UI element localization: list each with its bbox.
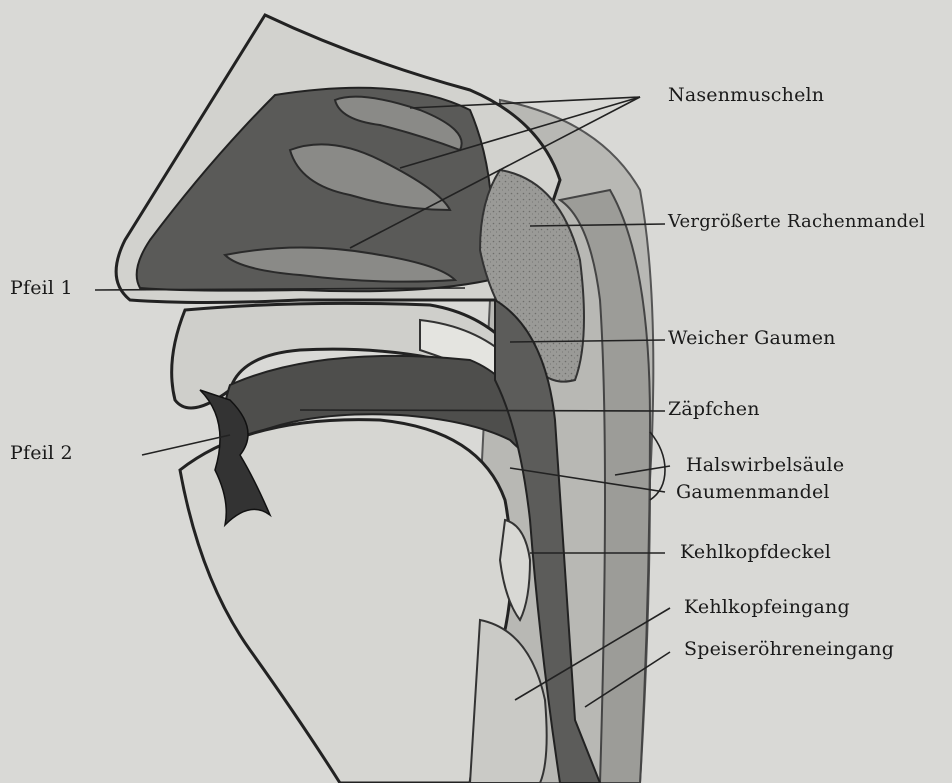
label-halswirbelsaeule: Halswirbelsäule — [686, 454, 844, 476]
label-weicher-gaumen: Weicher Gaumen — [668, 327, 836, 349]
label-zaepfchen: Zäpfchen — [668, 398, 760, 420]
label-speiseroehreneingang: Speiseröhreneingang — [684, 638, 894, 660]
label-pfeil2: Pfeil 2 — [10, 442, 73, 464]
label-rachenmandel: Vergrößerte Rachenmandel — [668, 211, 925, 232]
leader-zaepfchen — [300, 410, 665, 411]
label-gaumenmandel: Gaumenmandel — [676, 481, 830, 503]
label-nasenmuscheln: Nasenmuscheln — [668, 84, 824, 106]
label-kehlkopfdeckel: Kehlkopfdeckel — [680, 541, 831, 563]
label-pfeil1: Pfeil 1 — [10, 277, 73, 299]
label-kehlkopfeingang: Kehlkopfeingang — [684, 596, 850, 618]
